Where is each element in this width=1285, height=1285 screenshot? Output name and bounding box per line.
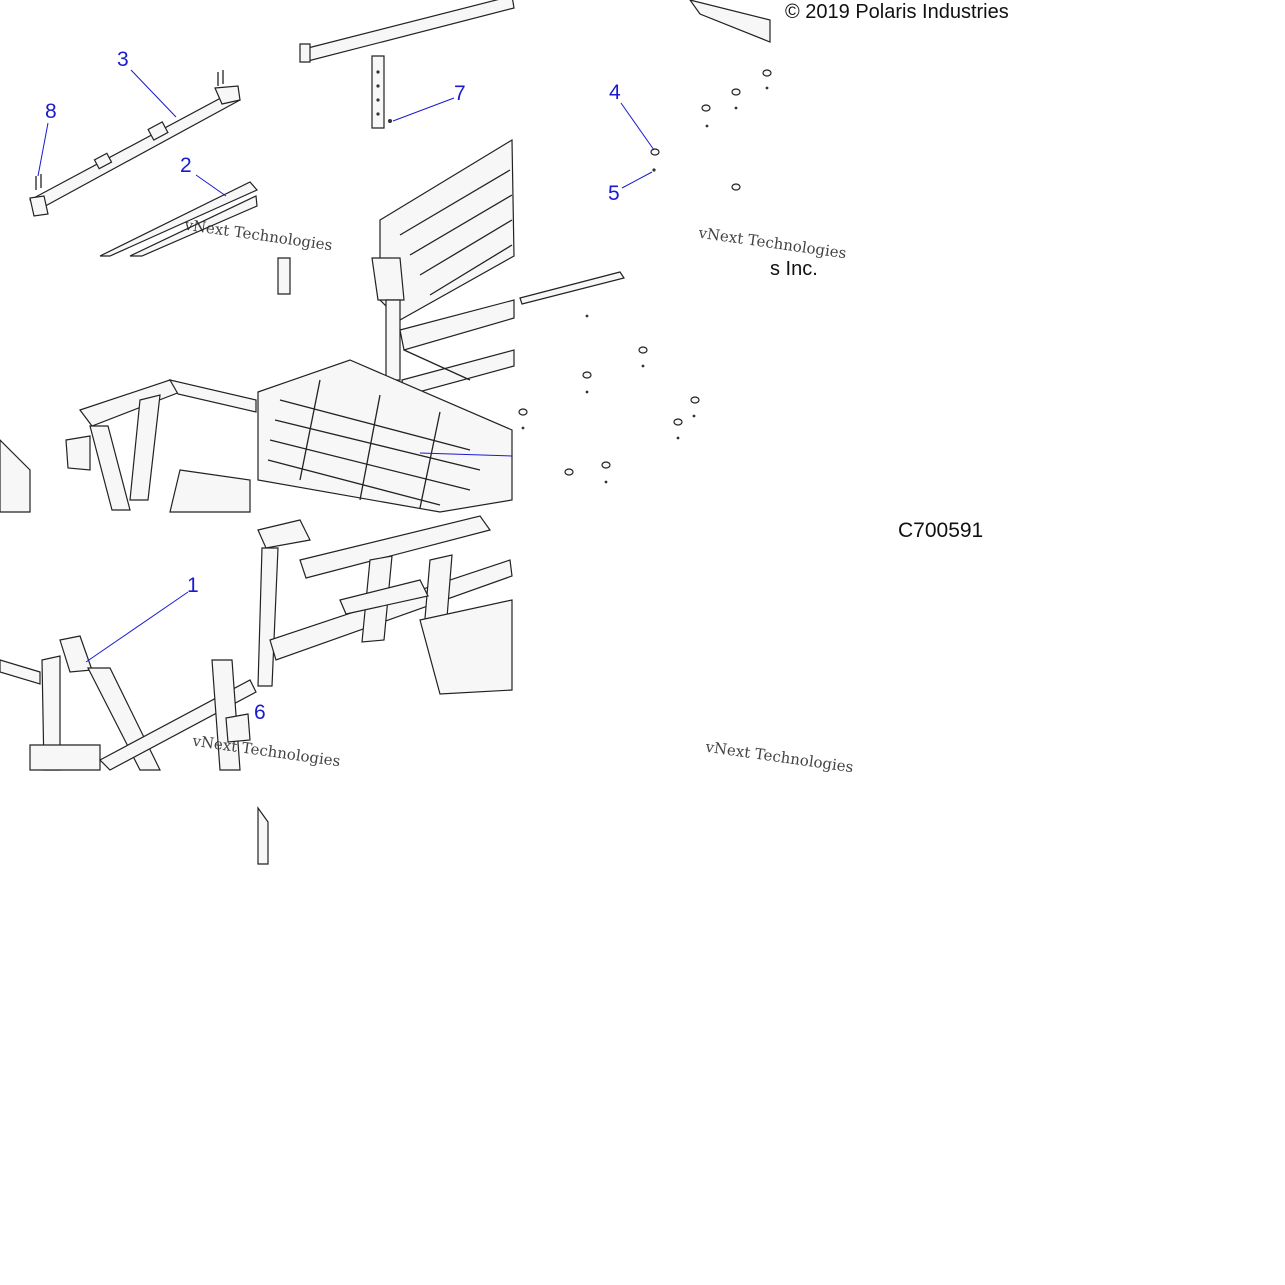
copyright-tail-text: s Inc. — [770, 258, 818, 280]
upper-rail — [299, 0, 515, 129]
part-code: C700591 — [898, 519, 984, 542]
callout-7: 7 — [454, 82, 466, 105]
bolts-part-8 — [35, 70, 224, 190]
blank-region — [0, 1030, 1030, 1285]
callout-6: 6 — [254, 701, 266, 724]
fasteners-part-4-5 — [518, 0, 772, 484]
callout-3: 3 — [117, 48, 129, 71]
callout-8: 8 — [45, 100, 57, 123]
crossbar-part-3 — [29, 85, 241, 217]
frame-fragments — [257, 257, 291, 865]
callout-leaders — [37, 69, 655, 663]
callout-4: 4 — [609, 81, 621, 104]
floor-panel-part-6 — [257, 359, 513, 513]
cab-frame-left — [0, 379, 257, 513]
callout-5: 5 — [608, 182, 620, 205]
rod-part-2 — [99, 181, 258, 257]
floor-panel-upper — [371, 138, 515, 397]
front-frame-part-1 — [0, 635, 257, 771]
callout-2: 2 — [180, 154, 192, 177]
copyright-text: © 2019 Polaris Industries — [785, 1, 1009, 23]
lower-chassis — [257, 515, 513, 695]
callout-1: 1 — [187, 574, 199, 597]
blank-region — [1030, 0, 1285, 1285]
